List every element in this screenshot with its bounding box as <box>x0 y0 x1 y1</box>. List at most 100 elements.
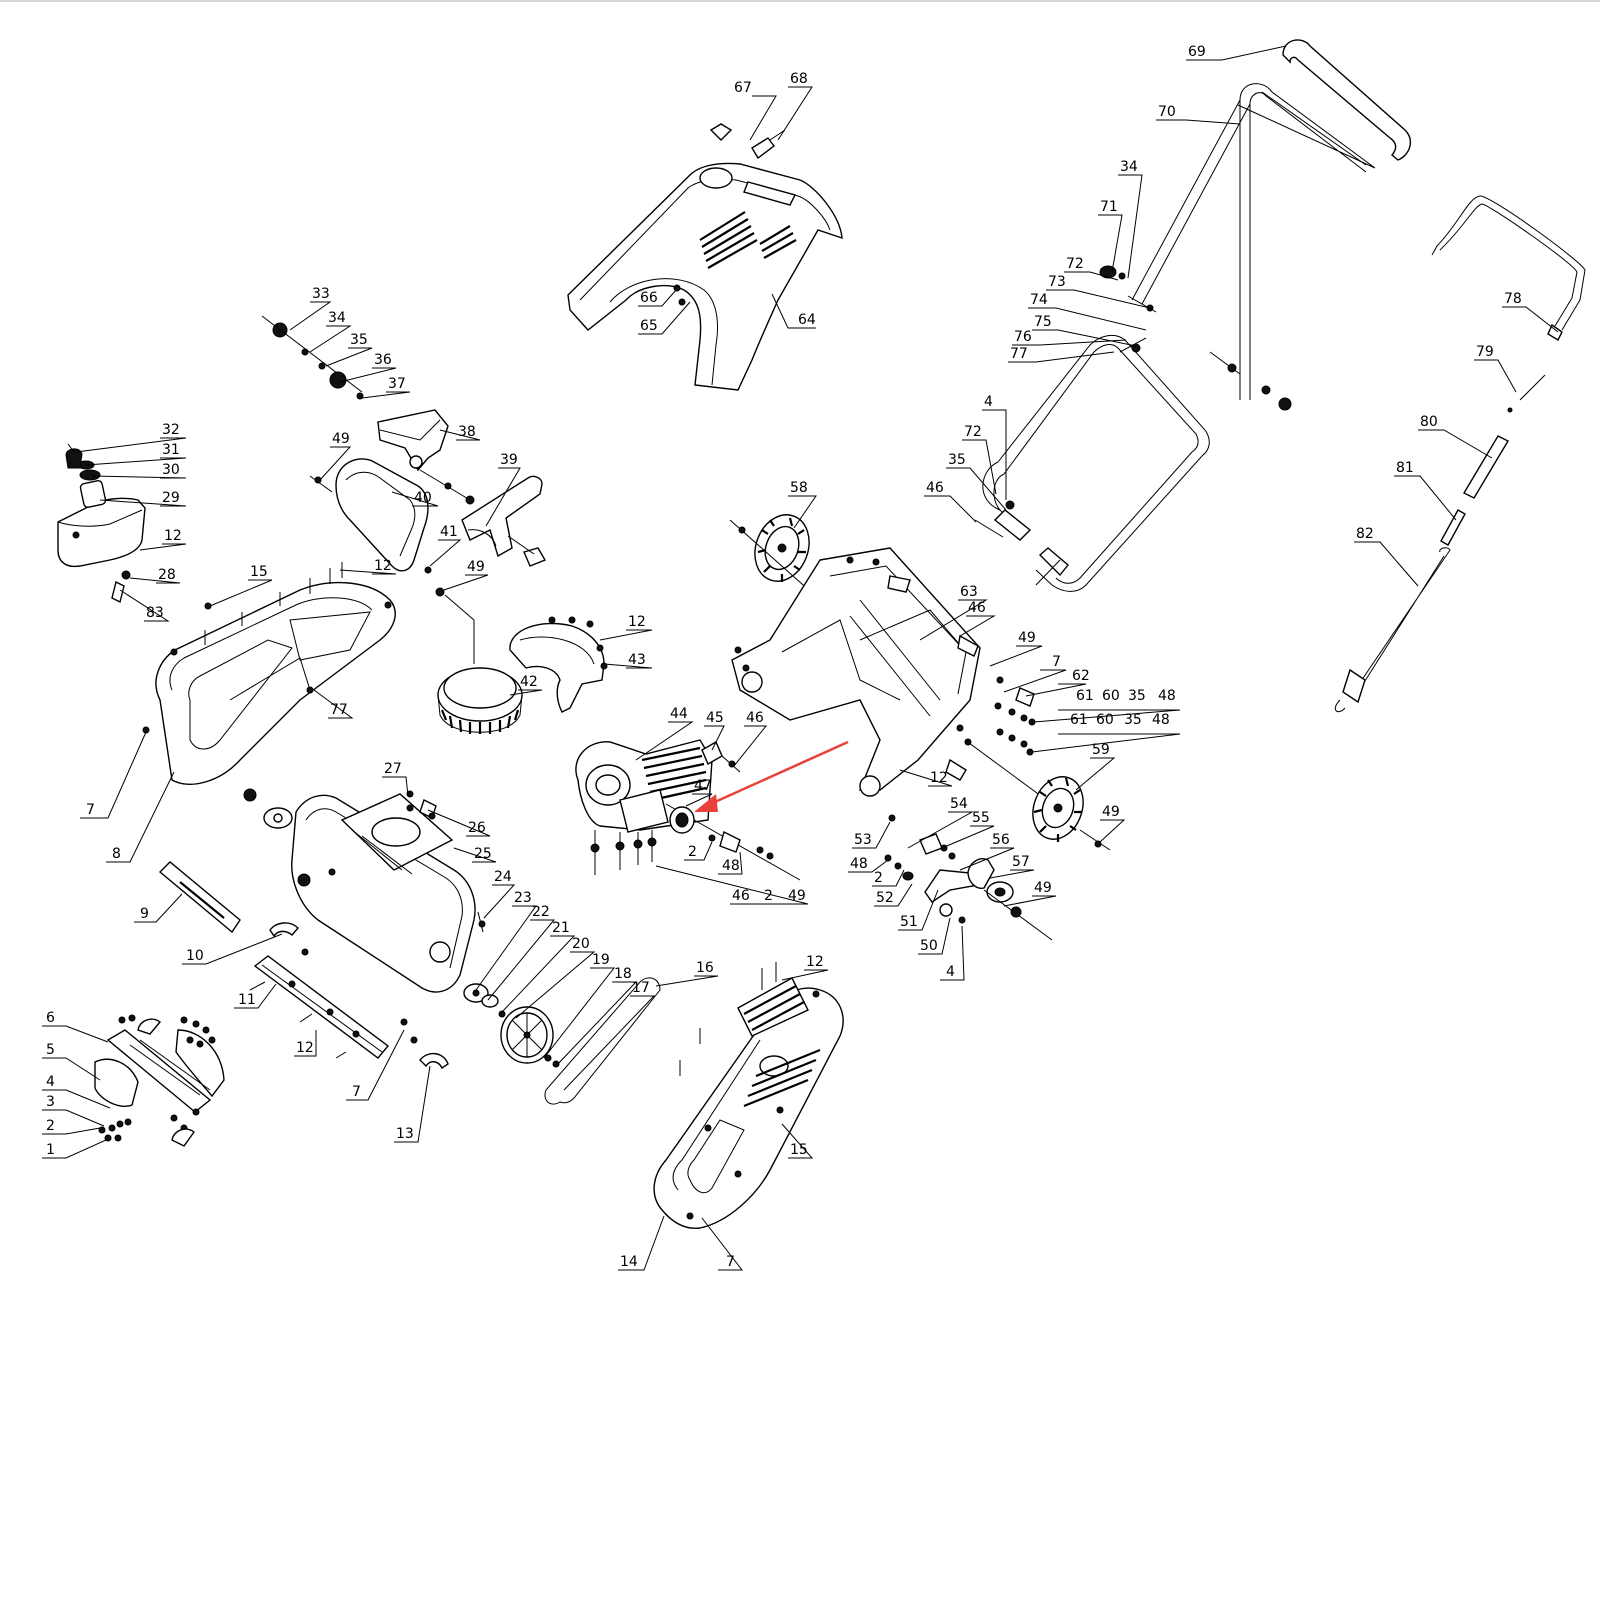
callout-72: 72 <box>964 424 982 440</box>
callout-75: 75 <box>1034 314 1052 330</box>
callout-48: 48 <box>722 858 740 874</box>
callout-55: 55 <box>972 810 990 826</box>
wheel-58 <box>754 514 810 582</box>
callout-7: 7 <box>86 802 95 818</box>
top-edge <box>0 0 1600 2</box>
callout-11: 11 <box>238 992 256 1008</box>
callout-14: 14 <box>620 1254 638 1270</box>
callout-69: 69 <box>1188 44 1206 60</box>
callout-7: 7 <box>352 1084 361 1100</box>
callout-78: 78 <box>1504 291 1522 307</box>
callout-39: 39 <box>500 452 518 468</box>
callout-12: 12 <box>296 1040 314 1056</box>
chute-bracket-39 <box>461 475 543 558</box>
callout-65: 65 <box>640 318 658 334</box>
callout-7: 7 <box>726 1254 735 1270</box>
frame-63 <box>731 547 981 797</box>
callout-62: 62 <box>1072 668 1090 684</box>
callout-49: 49 <box>788 888 806 904</box>
chute-deflector-38 <box>377 409 449 472</box>
callout-32: 32 <box>162 422 180 438</box>
callout-77: 77 <box>330 702 348 718</box>
callout-42: 42 <box>520 674 538 690</box>
callout-18: 18 <box>614 966 632 982</box>
chute-cover-43 <box>509 622 605 713</box>
callout-48: 48 <box>1152 712 1170 728</box>
callout-12: 12 <box>806 954 824 970</box>
callout-45: 45 <box>706 710 724 726</box>
callout-67: 67 <box>734 80 752 96</box>
cable-82 <box>1354 547 1451 693</box>
callout-41: 41 <box>440 524 458 540</box>
callout-8: 8 <box>112 846 121 862</box>
vent-grille <box>699 211 797 269</box>
callout-7: 7 <box>1052 654 1061 670</box>
cable-sleeve-80 <box>1463 435 1509 499</box>
callout-82: 82 <box>1356 526 1374 542</box>
part-drawings <box>57 39 1586 1229</box>
fuel-tank-29 <box>57 497 146 568</box>
callout-23: 23 <box>514 890 532 906</box>
callout-12: 12 <box>930 770 948 786</box>
callout-77: 77 <box>1010 346 1028 362</box>
callout-17: 17 <box>632 980 650 996</box>
callout-30: 30 <box>162 462 180 478</box>
callout-28: 28 <box>158 567 176 583</box>
callout-5: 5 <box>46 1042 55 1058</box>
callout-64: 64 <box>798 312 816 328</box>
callout-58: 58 <box>790 480 808 496</box>
lower-handle <box>982 334 1210 592</box>
callout-59: 59 <box>1092 742 1110 758</box>
callout-53: 53 <box>854 832 872 848</box>
callout-60: 60 <box>1102 688 1120 704</box>
control-bail-78 <box>1431 195 1586 331</box>
callout-46: 46 <box>732 888 750 904</box>
callout-12: 12 <box>164 528 182 544</box>
callout-68: 68 <box>790 71 808 87</box>
callout-15: 15 <box>250 564 268 580</box>
callout-2: 2 <box>764 888 773 904</box>
highlight-arrow <box>694 740 849 812</box>
upper-handle-70 <box>1237 83 1376 400</box>
callout-15: 15 <box>790 1142 808 1158</box>
callout-labels: 69 70 67 68 34 71 72 73 74 75 76 77 78 7… <box>46 44 1522 1270</box>
knob-71 <box>1099 265 1117 279</box>
callout-2: 2 <box>874 870 883 886</box>
cable-connector-81 <box>1440 509 1466 546</box>
callout-46: 46 <box>968 600 986 616</box>
callout-25: 25 <box>474 846 492 862</box>
callout-70: 70 <box>1158 104 1176 120</box>
callout-44: 44 <box>670 706 688 722</box>
callout-48: 48 <box>850 856 868 872</box>
callout-4: 4 <box>984 394 993 410</box>
right-housing-14 <box>653 987 844 1229</box>
callout-47: 47 <box>694 778 712 794</box>
callout-13: 13 <box>396 1126 414 1142</box>
callout-19: 19 <box>592 952 610 968</box>
callout-9: 9 <box>140 906 149 922</box>
discharge-chute-40 <box>335 458 429 572</box>
callout-49: 49 <box>467 559 485 575</box>
callout-49: 49 <box>332 431 350 447</box>
callout-56: 56 <box>992 832 1010 848</box>
drive-belt-16 <box>544 977 661 1105</box>
callout-76: 76 <box>1014 329 1032 345</box>
callout-4: 4 <box>46 1074 55 1090</box>
callout-2: 2 <box>688 844 697 860</box>
callout-2: 2 <box>46 1118 55 1134</box>
callout-83: 83 <box>146 605 164 621</box>
wheel-59 <box>1032 776 1084 842</box>
callout-35: 35 <box>1124 712 1142 728</box>
callout-12: 12 <box>374 558 392 574</box>
callout-40: 40 <box>414 490 432 506</box>
callout-36: 36 <box>374 352 392 368</box>
skid-10 <box>269 922 299 938</box>
callout-24: 24 <box>494 869 512 885</box>
callout-34: 34 <box>328 310 346 326</box>
callout-49: 49 <box>1102 804 1120 820</box>
callout-34: 34 <box>1120 159 1138 175</box>
callout-46: 46 <box>926 480 944 496</box>
callout-22: 22 <box>532 904 550 920</box>
callout-29: 29 <box>162 490 180 506</box>
callout-61: 61 <box>1076 688 1094 704</box>
